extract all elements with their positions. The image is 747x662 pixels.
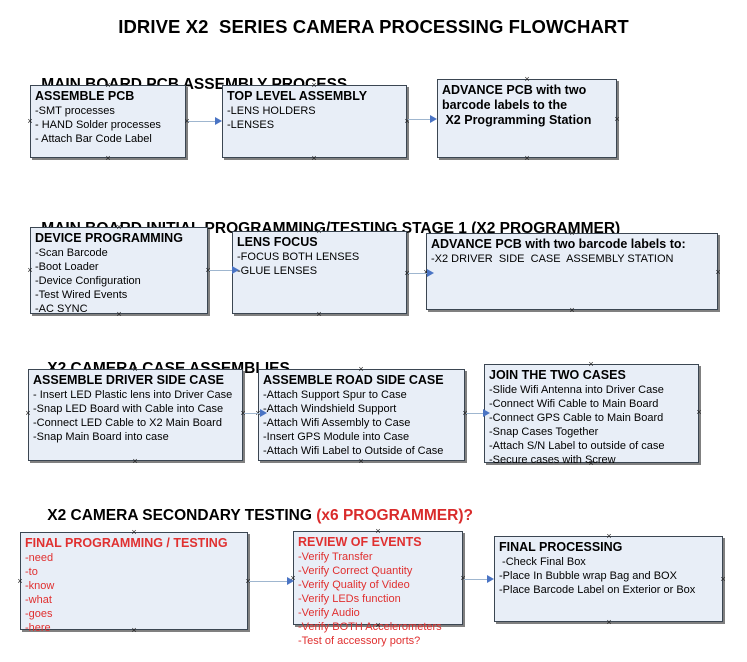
node-line: -Test of accessory ports? [298,635,421,647]
node-line: -Attach Windshield Support [263,403,397,415]
node-line: -here [25,622,51,634]
node-line: -Device Configuration [35,275,141,287]
node-line: -need [25,552,54,564]
node-assemble-driver-side-case[interactable]: ASSEMBLE DRIVER SIDE CASE - Insert LED P… [28,369,243,461]
node-line: - Insert LED Plastic lens into Driver Ca… [33,389,233,401]
connector-line [466,413,483,415]
node-line: -know [25,580,55,592]
node-line: -Boot Loader [35,261,99,273]
connector-final-programming-to-review-of-events [249,577,294,585]
arrow-head-icon [483,409,490,417]
node-review-of-events[interactable]: REVIEW OF EVENTS -Verify Transfer -Verif… [293,531,463,647]
connector-line [187,121,215,123]
node-line: -Test Wired Events [35,289,128,301]
section-heading-x2-camera-secondary-testing: X2 CAMERA SECONDARY TESTING (x6 PROGRAMM… [30,489,473,543]
connector-line [464,579,487,581]
connector-device-programming-to-lens-focus [209,266,239,274]
connector-line [408,273,427,275]
node-line: -AC SYNC [35,303,88,315]
arrow-head-icon [232,266,239,274]
node-final-processing[interactable]: FINAL PROCESSING -Check Final Box -Place… [494,536,723,622]
node-title: ASSEMBLE PCB [35,89,135,103]
node-line: -Check Final Box [499,556,586,568]
node-line: -Verify Audio [298,607,360,619]
node-title: FINAL PROCESSING [499,540,623,554]
arrow-head-icon [487,575,494,583]
section-heading-accent: (x6 PROGRAMMER)? [316,507,473,524]
connector-road-side-to-join-cases [466,409,490,417]
node-line: -LENSES [227,119,275,131]
arrow-head-icon [260,409,267,417]
node-title: REVIEW OF EVENTS [298,535,422,549]
node-assemble-pcb[interactable]: ASSEMBLE PCB -SMT processes - HAND Solde… [30,85,186,158]
connector-driver-side-to-road-side [244,409,267,417]
node-line: -goes [25,608,53,620]
connector-top-level-assembly-to-advance-pcb [408,115,437,123]
node-line: -GLUE LENSES [237,265,318,277]
page-title: IDRIVE X2 SERIES CAMERA PROCESSING FLOWC… [118,16,629,37]
node-line: -Place In Bubble wrap Bag and BOX [499,570,677,582]
node-line: -Attach Support Spur to Case [263,389,407,401]
node-line: -FOCUS BOTH LENSES [237,251,360,263]
node-device-programming[interactable]: DEVICE PROGRAMMING -Scan Barcode -Boot L… [30,227,208,315]
node-line: -X2 DRIVER SIDE CASE ASSEMBLY STATION [431,253,674,265]
node-line: -Slide Wifi Antenna into Driver Case [489,384,664,396]
node-line: -Insert GPS Module into Case [263,431,410,443]
connector-line [244,413,260,415]
node-advance-pcb-x2-programming-station[interactable]: ADVANCE PCB with two barcode labels to t… [437,79,617,158]
node-title: JOIN THE TWO CASES [489,368,626,382]
node-final-programming-testing[interactable]: FINAL PROGRAMMING / TESTING -need -to -k… [20,532,248,634]
node-line: -Secure cases with Screw [489,454,616,466]
node-line: - HAND Solder processes [35,119,161,131]
node-line: -Snap Main Board into case [33,431,169,443]
arrow-head-icon [430,115,437,123]
node-line: -Connect LED Cable to X2 Main Board [33,417,222,429]
node-line: -Attach S/N Label to outside of case [489,440,665,452]
node-title: DEVICE PROGRAMMING [35,231,183,245]
node-line: barcode labels to the [442,98,568,112]
arrow-head-icon [215,117,222,125]
node-line: -Verify Transfer [298,551,373,563]
node-line: -Attach Wifi Assembly to Case [263,417,411,429]
node-line: -Connect Wifi Cable to Main Board [489,398,659,410]
node-join-the-two-cases[interactable]: JOIN THE TWO CASES -Slide Wifi Antenna i… [484,364,699,466]
node-line: -Place Barcode Label on Exterior or Box [499,584,696,596]
connector-line [408,119,430,121]
node-top-level-assembly[interactable]: TOP LEVEL ASSEMBLY -LENS HOLDERS -LENSES [222,85,407,158]
arrow-head-icon [287,577,294,585]
section-heading-text: X2 CAMERA SECONDARY TESTING [47,507,317,524]
node-line: - Attach Bar Code Label [35,133,152,145]
node-line: -Scan Barcode [35,247,108,259]
node-line: X2 Programming Station [442,113,592,127]
node-title: LENS FOCUS [237,235,318,249]
arrow-head-icon [427,269,434,277]
node-line: -SMT processes [35,105,115,117]
node-line: -Verify Quality of Video [298,579,410,591]
node-line: -Attach Wifi Label to Outside of Case [263,445,444,457]
node-line: -Snap LED Board with Cable into Case [33,403,224,415]
node-assemble-road-side-case[interactable]: ASSEMBLE ROAD SIDE CASE -Attach Support … [258,369,465,461]
node-line: -Snap Cases Together [489,426,599,438]
node-lens-focus[interactable]: LENS FOCUS -FOCUS BOTH LENSES -GLUE LENS… [232,231,407,314]
connector-line [249,581,287,583]
connector-lens-focus-to-advance-pcb [408,269,434,277]
node-line: -Verify Correct Quantity [298,565,413,577]
connector-review-of-events-to-final-processing [464,575,494,583]
node-title: ASSEMBLE DRIVER SIDE CASE [33,373,225,387]
node-line: -Connect GPS Cable to Main Board [489,412,664,424]
node-advance-pcb-driver-side-case[interactable]: ADVANCE PCB with two barcode labels to: … [426,233,718,310]
node-title: ASSEMBLE ROAD SIDE CASE [263,373,444,387]
node-title: TOP LEVEL ASSEMBLY [227,89,368,103]
node-line: -what [25,594,52,606]
connector-line [209,270,232,272]
node-title: ADVANCE PCB with two [442,83,587,97]
node-line: -Verify LEDs function [298,593,401,605]
node-title: FINAL PROGRAMMING / TESTING [25,536,228,550]
node-line: -Verify BOTH Accelerometers [298,621,442,633]
connector-assemble-pcb-to-top-level-assembly [187,117,222,125]
node-line: -LENS HOLDERS [227,105,316,117]
node-title: ADVANCE PCB with two barcode labels to: [431,237,686,251]
node-line: -to [25,566,38,578]
